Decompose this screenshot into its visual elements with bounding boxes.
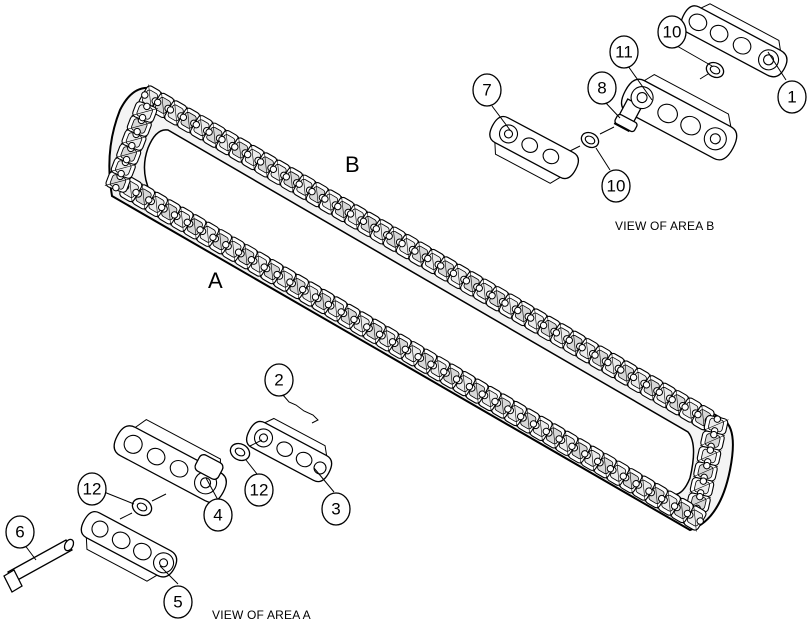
chain-link	[285, 272, 310, 301]
washer-part-10-upper	[705, 61, 725, 79]
svg-text:11: 11	[615, 43, 633, 62]
chain-link	[267, 158, 291, 186]
link-assembly-part-11	[613, 74, 738, 161]
callout-3: 3	[321, 492, 351, 526]
track-chain-loop	[104, 84, 734, 532]
svg-text:6: 6	[15, 523, 24, 542]
chain-link	[104, 171, 132, 193]
area-label-a: A	[208, 268, 223, 293]
pin-part-6	[3, 538, 75, 593]
chain-link	[115, 143, 142, 165]
callout-leaders	[23, 45, 787, 585]
chain-link	[337, 302, 361, 330]
chain-link	[606, 459, 630, 487]
svg-text:1: 1	[787, 88, 796, 107]
link-part-1	[680, 3, 788, 78]
link-part-5	[80, 510, 178, 582]
callout-2: 2	[264, 363, 294, 397]
callout-4: 4	[203, 498, 233, 532]
pin-part-8	[614, 113, 638, 133]
svg-text:10: 10	[607, 177, 626, 196]
area-b-exploded-view	[489, 3, 788, 184]
callout-10-lower: 10	[601, 169, 631, 203]
chain-link	[511, 299, 535, 328]
svg-text:2: 2	[274, 371, 283, 390]
callout-5: 5	[163, 585, 193, 619]
chain-link	[202, 121, 226, 149]
area-label-b: B	[345, 152, 360, 177]
callout-6: 6	[5, 515, 35, 549]
svg-text:7: 7	[482, 81, 491, 100]
callout-12-right: 12	[244, 473, 274, 507]
svg-text:10: 10	[663, 23, 682, 42]
callout-8: 8	[587, 71, 617, 105]
callout-11: 11	[609, 35, 639, 69]
chain-link	[131, 101, 158, 123]
svg-text:8: 8	[597, 79, 606, 98]
chain-link	[331, 195, 355, 224]
chain-link	[699, 430, 726, 451]
bushing	[194, 454, 224, 480]
seal-part-12-right	[229, 442, 251, 462]
callout-7: 7	[472, 73, 502, 107]
chain-link	[388, 332, 412, 360]
svg-text:5: 5	[173, 593, 182, 612]
callout-1: 1	[777, 80, 807, 114]
chain-link	[395, 233, 419, 261]
chain-link	[568, 437, 592, 465]
svg-text:3: 3	[331, 500, 340, 519]
callout-10-upper: 10	[657, 15, 687, 49]
caption-view-area-b: VIEW OF AREA B	[615, 219, 715, 233]
callout-12-left: 12	[77, 472, 107, 506]
link-part-7	[489, 115, 580, 184]
chain-link	[696, 446, 722, 466]
seal-part-12-left	[131, 497, 153, 517]
washer-part-10-lower	[580, 131, 600, 149]
link-assembly-part-4	[113, 419, 227, 503]
svg-text:4: 4	[213, 506, 222, 525]
link-part-3	[245, 417, 333, 483]
chain-link	[692, 461, 719, 482]
area-a-exploded-view	[3, 394, 333, 593]
svg-text:12: 12	[83, 480, 102, 499]
caption-view-area-a: VIEW OF AREA A	[212, 608, 311, 622]
clip-part-2	[282, 394, 319, 424]
svg-text:12: 12	[250, 481, 269, 500]
